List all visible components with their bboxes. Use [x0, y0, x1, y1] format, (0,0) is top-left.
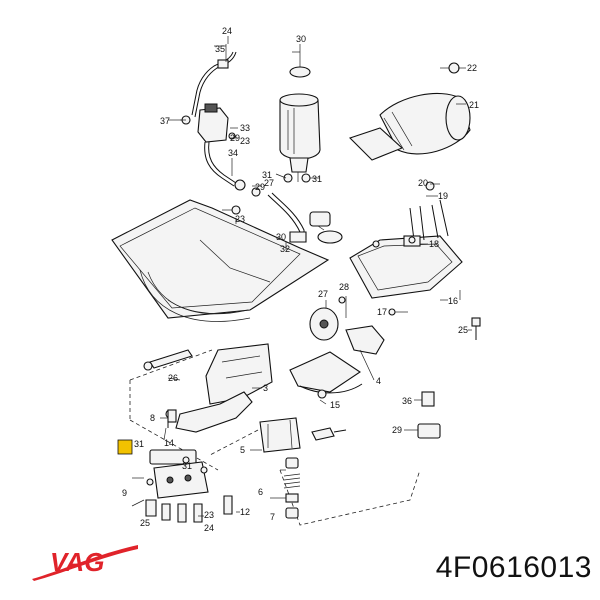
accumulator [279, 99, 321, 160]
callout-label: 25 [140, 518, 150, 528]
callout-label: 4 [376, 376, 381, 386]
valve-block [197, 107, 229, 143]
callout-label: 29 [255, 182, 265, 192]
callout-label: 29 [392, 425, 402, 435]
callout-label: 22 [467, 63, 477, 73]
callout-label: 30 [296, 34, 306, 44]
valve-cap [204, 103, 218, 113]
callout-label: 19 [438, 191, 448, 201]
callout-label: 35 [215, 44, 225, 54]
callout-label: 18 [429, 239, 439, 249]
callout-label: 25 [458, 325, 468, 335]
callout-label: 33 [240, 123, 250, 133]
callout-label: 31 [312, 174, 322, 184]
callout-label: 12 [240, 507, 250, 517]
logo-text: VAG [50, 547, 104, 577]
callout-label: 3 [263, 383, 268, 393]
callout-label: 7 [270, 512, 275, 522]
mounting-bracket [349, 235, 463, 299]
callout-label: 36 [402, 396, 412, 406]
callout-label: 17 [377, 307, 387, 317]
callout-label: 23 [235, 214, 245, 224]
connector-29 [417, 423, 441, 439]
callout-label: 6 [258, 487, 263, 497]
callout-label: 24 [204, 523, 214, 533]
leader-lines [131, 36, 472, 517]
callout-label: 16 [448, 296, 458, 306]
callout-label: 37 [160, 116, 170, 126]
callout-label: 21 [469, 100, 479, 110]
air-pipe-edge [194, 51, 237, 118]
solenoid-valve [259, 417, 301, 453]
callout-label: 29 [230, 133, 240, 143]
callout-label: 14 [164, 438, 174, 448]
pipe-clip [217, 59, 229, 69]
callout-label: 20 [418, 178, 428, 188]
dowel-26 [149, 349, 193, 369]
callout-label: 28 [339, 282, 349, 292]
callout-label: 31 [262, 170, 272, 180]
callout-label: 27 [264, 178, 274, 188]
callout-label: 15 [330, 400, 340, 410]
callout-label: 23 [204, 510, 214, 520]
callout-label: 31 [182, 461, 192, 471]
callout-label: 24 [222, 26, 232, 36]
callout-label: 26 [168, 373, 178, 383]
connector-36 [421, 391, 435, 407]
callout-label: 34 [228, 148, 238, 158]
air-pipe [191, 51, 234, 116]
vag-logo: VAG [32, 545, 138, 581]
callout-label: 27 [318, 289, 328, 299]
callout-label: 9 [122, 488, 127, 498]
callout-label: 23 [240, 136, 250, 146]
inset-marker [117, 439, 133, 455]
compressor-fitting [309, 211, 331, 227]
callout-label: 31 [134, 439, 144, 449]
callout-label: 8 [150, 413, 155, 423]
callout-label: 32 [280, 244, 290, 254]
clamp-30 [289, 66, 311, 78]
callout-label: 5 [240, 445, 245, 455]
part-number: 4F0616013 [435, 551, 592, 584]
callout-label: 30 [276, 232, 286, 242]
callout-labels: 24 35 30 37 33 29 23 22 21 34 31 31 29 2… [122, 26, 479, 533]
logo-swoosh-icon [32, 545, 138, 581]
